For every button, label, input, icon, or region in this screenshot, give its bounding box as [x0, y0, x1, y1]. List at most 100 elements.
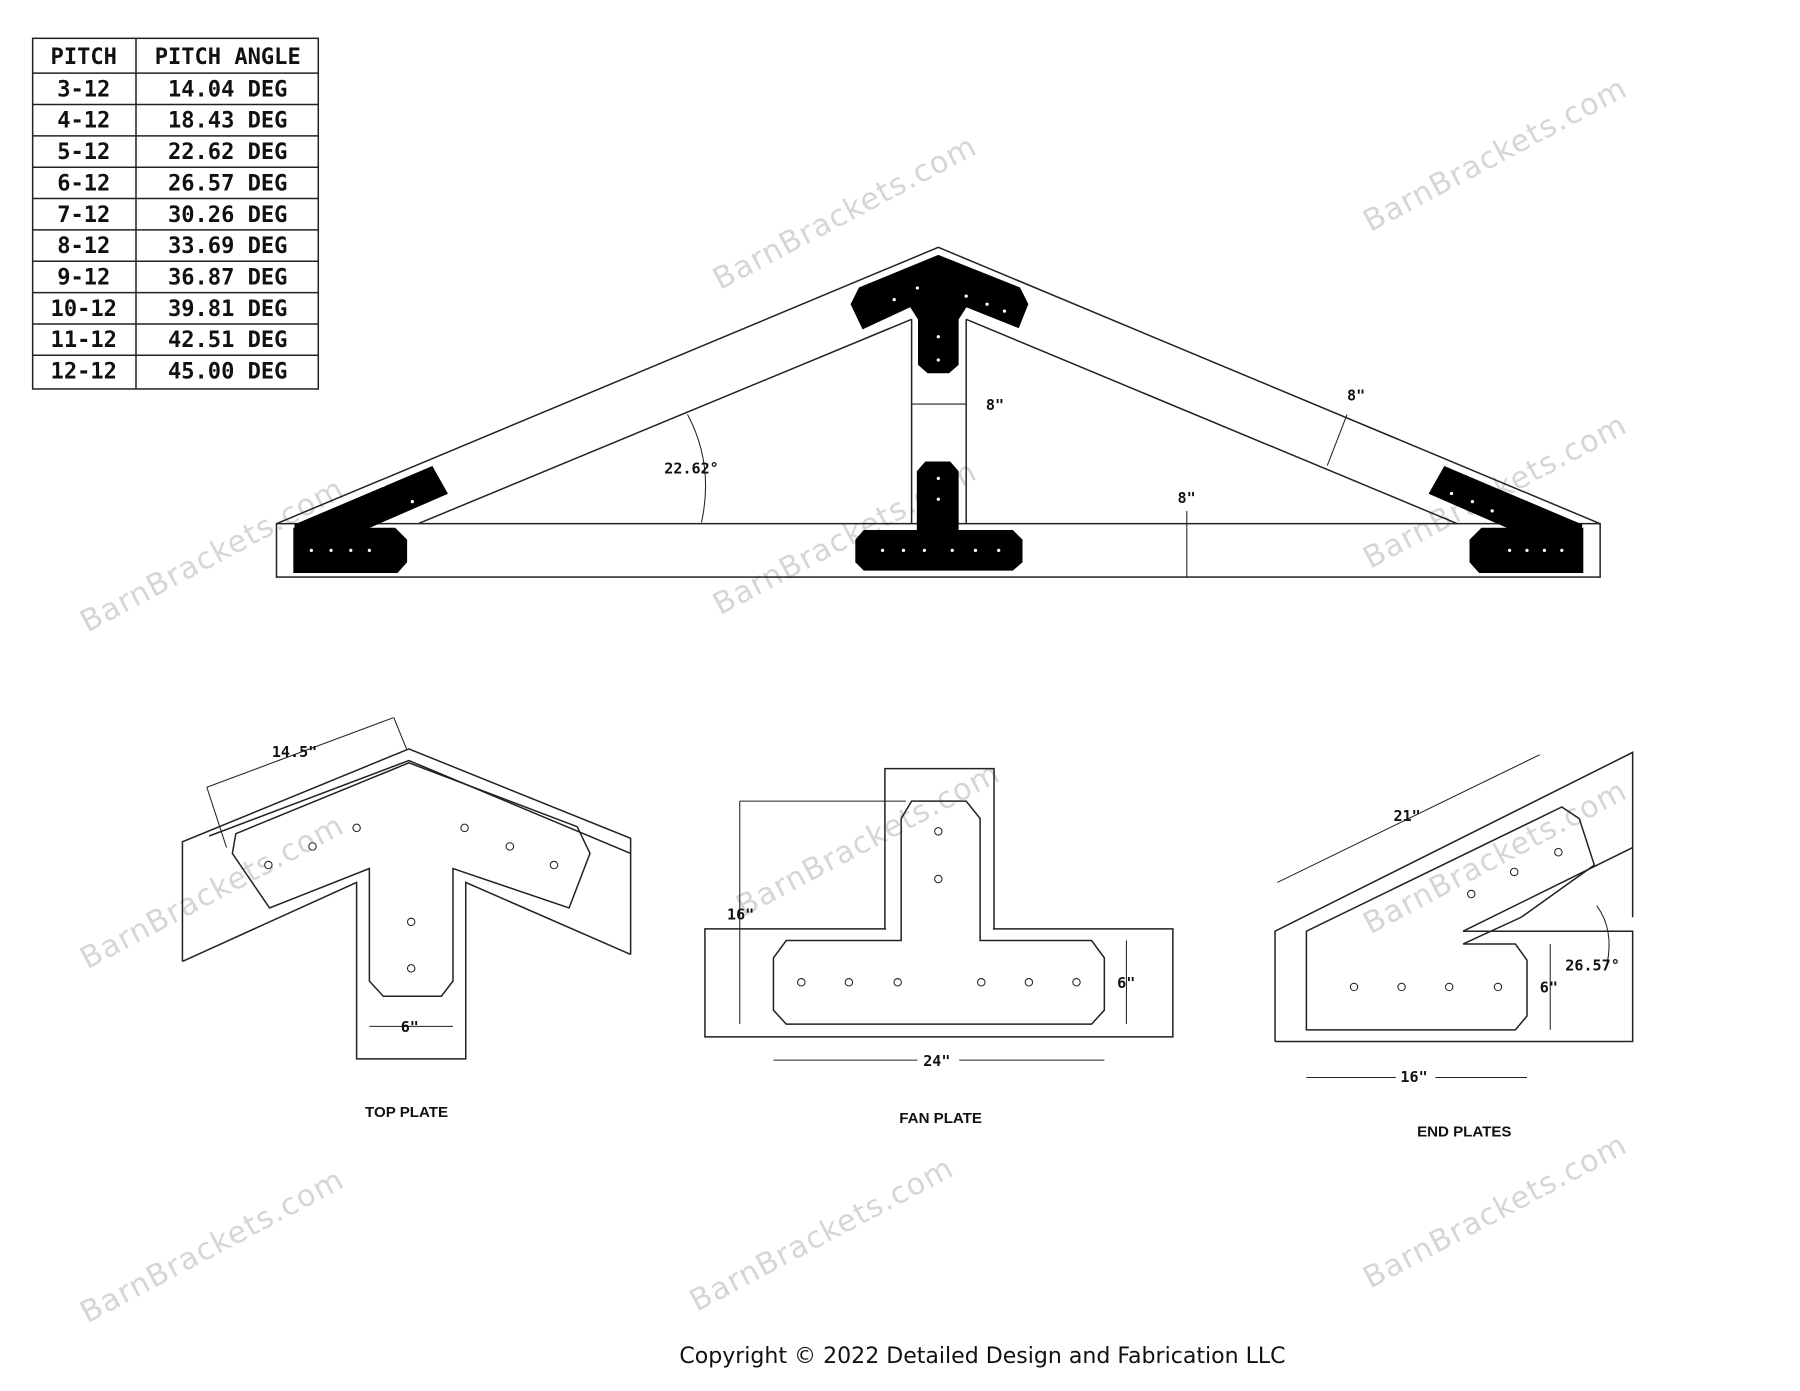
bolt-hole: [922, 548, 927, 552]
bolt-hole: [308, 842, 317, 851]
table-cell-angle: 30.26 DEG: [168, 203, 287, 228]
bolt-hole: [844, 978, 854, 987]
table-cell-angle: 42.51 DEG: [168, 328, 287, 353]
bolt-hole: [1493, 982, 1503, 992]
rafter-depth-dim: 8": [1347, 387, 1365, 405]
bolt-hole: [1072, 978, 1081, 987]
peak-plate: [850, 254, 1029, 374]
top-plate-shape: [231, 762, 591, 997]
truss-elevation: 8" 22.62° 8" 8": [275, 246, 1601, 578]
end-plate-length-dim: 16": [1400, 1068, 1427, 1086]
bolt-hole: [893, 978, 902, 987]
bolt-hole: [1525, 548, 1529, 552]
table-cell-angle: 36.87 DEG: [168, 265, 287, 290]
bolt-hole: [346, 495, 351, 499]
rafter-left-inner: [417, 318, 912, 525]
bolt-hole: [1444, 982, 1454, 992]
table-cell-pitch: 4-12: [57, 109, 110, 134]
bolt-hole: [997, 548, 1001, 552]
table-header-pitch: PITCH: [51, 45, 117, 70]
watermark: BarnBrackets.com: [684, 1150, 960, 1319]
bolt-hole: [901, 548, 906, 552]
bolt-hole: [1349, 982, 1359, 992]
bolt-hole: [915, 286, 920, 290]
table-cell-pitch: 6-12: [57, 171, 110, 196]
bolt-hole: [549, 860, 559, 870]
table-cell-angle: 22.62 DEG: [168, 140, 287, 165]
bolt-hole: [936, 476, 940, 480]
watermark: BarnBrackets.com: [75, 1162, 351, 1331]
bolt-hole: [1554, 848, 1563, 857]
bolt-hole: [936, 335, 940, 339]
table-cell-angle: 33.69 DEG: [168, 234, 287, 259]
table-cell-pitch: 7-12: [57, 203, 110, 228]
table-cell-pitch: 9-12: [57, 265, 110, 290]
bolt-hole: [934, 827, 943, 836]
fan-plate-detail: 16" 6" 24" FAN PLATE: [704, 767, 1174, 1127]
bolt-hole: [1490, 509, 1494, 513]
table-cell-pitch: 12-12: [51, 360, 117, 385]
end-plate-shape: [1305, 806, 1596, 1031]
table-cell-pitch: 3-12: [57, 77, 110, 102]
table-header-angle: PITCH ANGLE: [155, 45, 301, 70]
top-plate-detail: 14.5" 6" TOP PLATE: [181, 717, 632, 1121]
bolt-hole: [460, 823, 469, 833]
bolt-hole: [367, 548, 372, 552]
watermark: BarnBrackets.com: [1358, 71, 1634, 240]
bolt-hole: [1507, 548, 1512, 552]
fan-plate-length-dim: 24": [923, 1052, 950, 1070]
end-plates-label: END PLATES: [1417, 1124, 1511, 1141]
table-cell-pitch: 8-12: [57, 234, 110, 259]
end-plate-rafter-length-dim: 21": [1393, 807, 1420, 825]
bolt-hole: [973, 548, 978, 552]
watermark: BarnBrackets.com: [1358, 1127, 1634, 1296]
roof-angle-dim: 22.62°: [664, 460, 718, 478]
bolt-hole: [1467, 889, 1476, 899]
table-cell-pitch: 10-12: [51, 297, 117, 322]
bolt-hole: [1509, 867, 1519, 877]
bolt-hole: [1560, 548, 1564, 552]
rafter-outer-edge: [276, 246, 1601, 525]
top-plate-length-dim: 14.5": [272, 743, 317, 761]
bolt-hole: [410, 499, 414, 504]
table-cell-angle: 26.57 DEG: [168, 171, 287, 196]
fan-plate-width-dim: 6": [1117, 974, 1135, 992]
fan-plate-height-dim: 16": [727, 906, 754, 924]
bolt-hole: [892, 297, 896, 302]
end-plate-width-dim: 6": [1540, 979, 1558, 997]
bolt-hole: [381, 483, 385, 487]
bolt-hole: [1470, 499, 1475, 504]
bolt-hole: [406, 964, 416, 973]
end-plate-angle-dim: 26.57°: [1565, 957, 1619, 975]
bolt-hole: [352, 823, 361, 833]
bolt-hole: [1397, 982, 1406, 992]
bolt-hole: [309, 548, 313, 552]
copyright-notice: Copyright © 2022 Detailed Design and Fab…: [679, 1344, 1285, 1369]
table-cell-pitch: 5-12: [57, 140, 110, 165]
bolt-hole: [936, 497, 940, 501]
rafter-right-inner: [965, 318, 1458, 525]
table-cell-pitch: 11-12: [51, 328, 117, 353]
table-cell-angle: 45.00 DEG: [168, 360, 287, 385]
bolt-hole: [950, 548, 954, 552]
bolt-hole: [1024, 978, 1034, 987]
bolt-hole: [797, 978, 806, 987]
bolt-hole: [985, 302, 989, 306]
bolt-hole: [329, 548, 333, 552]
end-plates-detail: 21" 26.57° 6" 16" END PLATES: [1274, 751, 1634, 1141]
table-cell-angle: 18.43 DEG: [168, 109, 287, 134]
bolt-hole: [977, 978, 986, 987]
bolt-hole: [964, 294, 968, 298]
bolt-hole: [934, 874, 943, 884]
table-cell-angle: 14.04 DEG: [168, 77, 287, 102]
bolt-hole: [936, 358, 940, 362]
watermark: BarnBrackets.com: [731, 756, 1007, 925]
bolt-hole: [505, 842, 515, 851]
fan-plate-shape-detail: [772, 800, 1106, 1025]
bolt-hole: [1542, 548, 1547, 552]
chord-depth-dim: 8": [1178, 489, 1196, 507]
table-cell-angle: 39.81 DEG: [168, 297, 287, 322]
fan-plate-shape: [855, 461, 1023, 571]
